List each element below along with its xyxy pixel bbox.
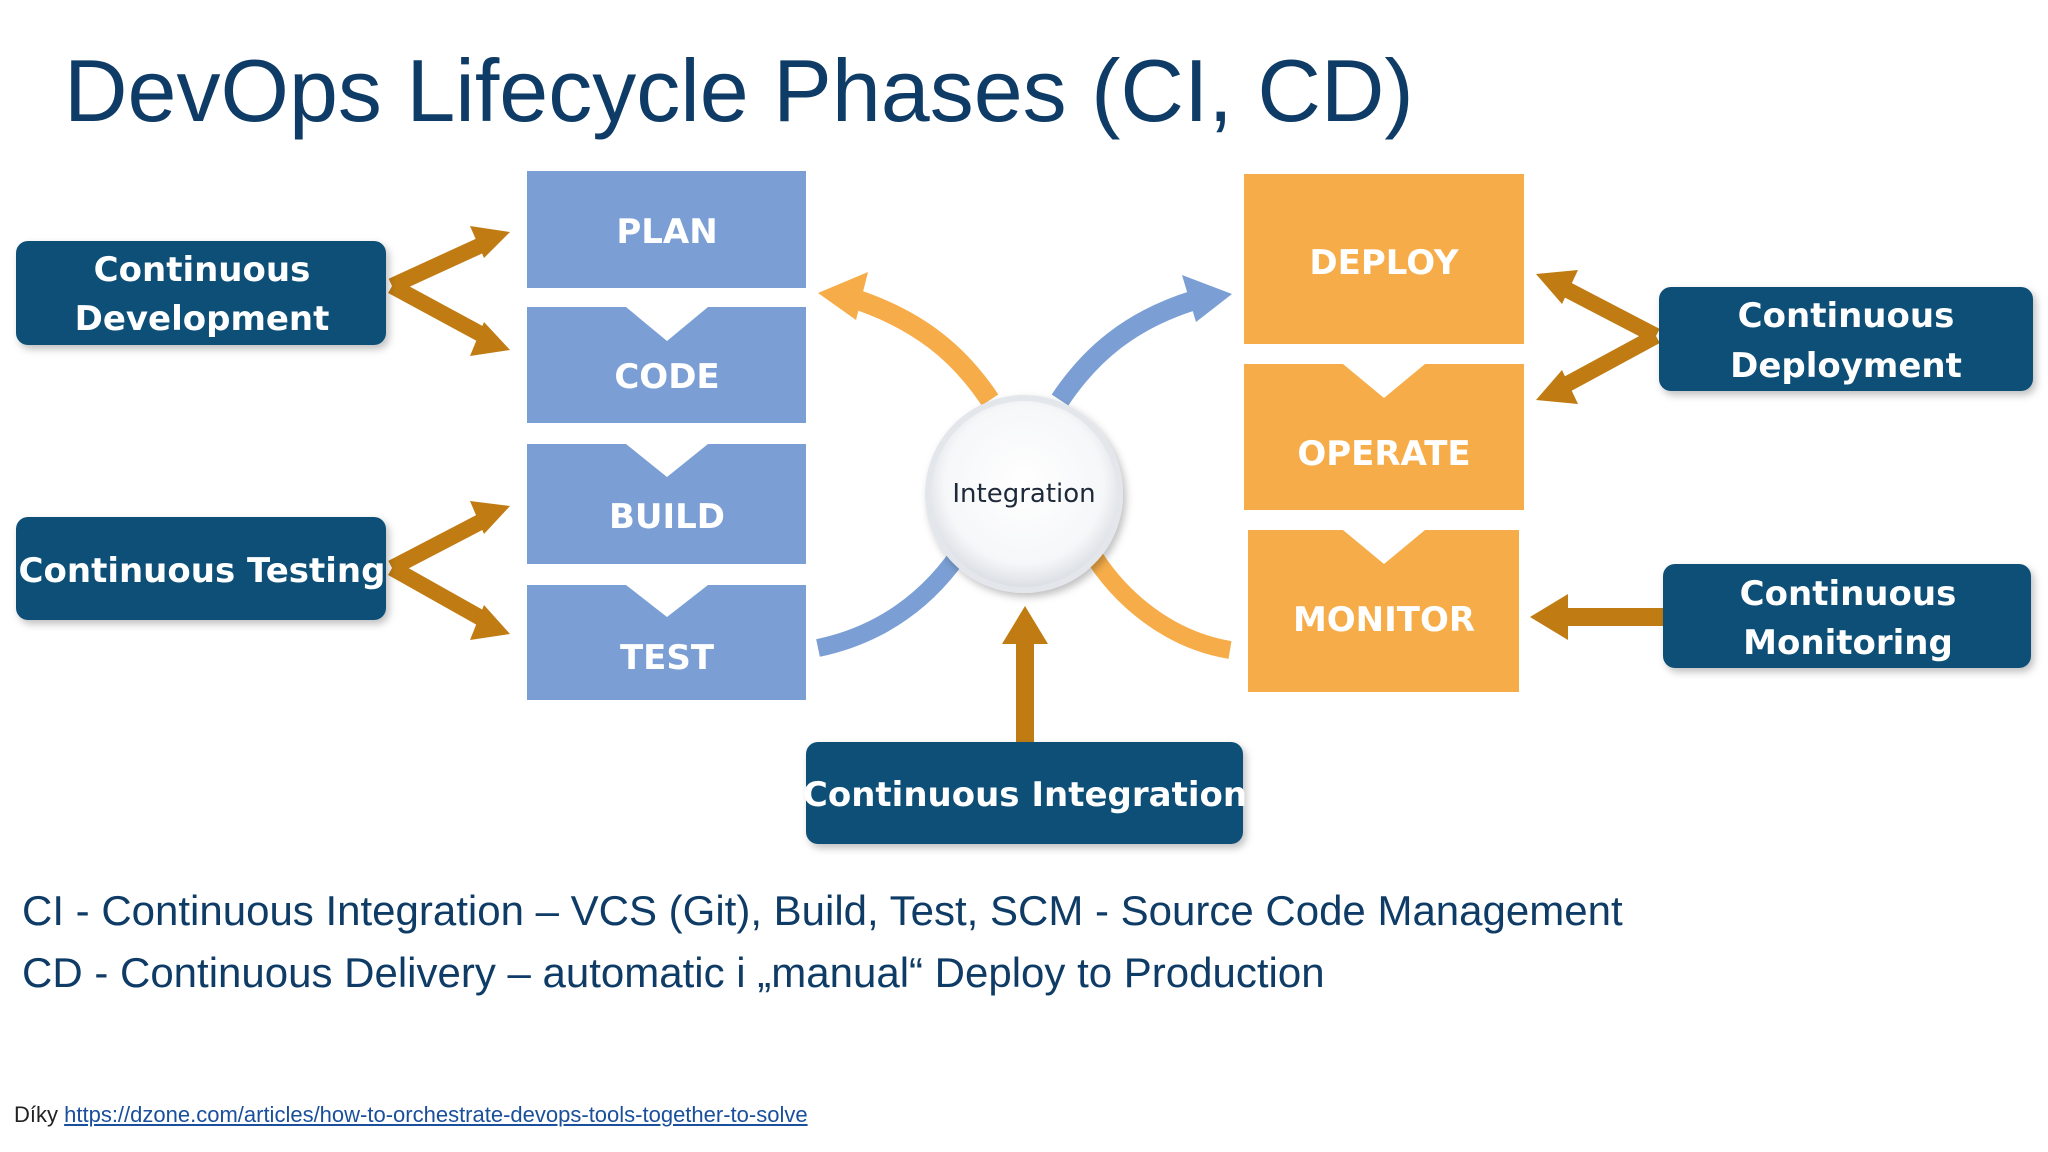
ops-phase-column: DEPLOY OPERATE MONITOR: [1244, 174, 1524, 692]
flow-arrowhead-orange-upleft: [818, 272, 868, 320]
phase-monitor-box: [1248, 530, 1519, 692]
test-arrowhead-upper: [470, 501, 510, 534]
phase-operate-box: [1244, 364, 1524, 510]
flow-curve-blue-lowerleft: [816, 540, 973, 657]
integration-flow-arrows: [816, 272, 1232, 659]
phase-build-label: BUILD: [609, 497, 725, 537]
flow-arrow-blue-upright: [1051, 290, 1198, 406]
monitor-arrow-shaft: [1560, 608, 1666, 626]
source-credit: Díky https://dzone.com/articles/how-to-o…: [14, 1102, 808, 1128]
phase-test-label: TEST: [620, 638, 715, 678]
practice-integration-label: Continuous Integration: [803, 775, 1247, 815]
practice-box-monitoring: [1663, 564, 2031, 668]
practice-deployment-line1: Continuous: [1738, 296, 1955, 336]
phase-plan-label: PLAN: [616, 212, 717, 252]
integration-arrow-shaft: [1016, 640, 1034, 744]
phase-deploy-box: [1244, 174, 1524, 344]
source-link[interactable]: https://dzone.com/articles/how-to-orches…: [64, 1102, 808, 1127]
practice-arrows: [388, 226, 1666, 744]
note-cd: CD - Continuous Delivery – automatic i „…: [22, 949, 1325, 996]
deploy-arrowhead-upper: [1536, 270, 1578, 304]
dev-arrow-upper: [388, 234, 492, 294]
flow-arrowhead-blue-upright: [1182, 275, 1232, 322]
phase-monitor-label: MONITOR: [1293, 600, 1475, 640]
phase-operate-label: OPERATE: [1297, 434, 1470, 474]
phase-test-box: [527, 585, 806, 700]
dev-arrowhead-lower: [470, 322, 510, 356]
practice-development-line2: Development: [75, 299, 330, 339]
dev-arrow-lower: [388, 278, 492, 346]
monitor-arrowhead: [1530, 594, 1568, 640]
hub-label: Integration: [952, 479, 1095, 509]
phase-deploy-label: DEPLOY: [1309, 243, 1459, 283]
phase-build-box: [527, 444, 806, 564]
practice-monitoring-line1: Continuous: [1740, 574, 1957, 614]
deploy-arrowhead-lower: [1536, 370, 1578, 404]
test-arrowhead-lower: [470, 605, 510, 640]
source-prefix: Díky: [14, 1102, 58, 1127]
integration-hub: Integration: [925, 395, 1123, 593]
flow-curve-orange-lowerright: [1082, 545, 1232, 659]
integration-arrowhead: [1002, 606, 1048, 644]
practice-deployment-line2: Deployment: [1730, 346, 1962, 386]
phase-code-label: CODE: [614, 357, 719, 397]
phase-code-box: [527, 307, 806, 423]
phase-plan-box: [527, 171, 806, 288]
test-arrow-upper: [388, 510, 492, 576]
practice-box-integration: [806, 742, 1243, 844]
practice-development-line1: Continuous: [94, 250, 311, 290]
dev-arrowhead-upper: [470, 226, 510, 258]
slide-title: DevOps Lifecycle Phases (CI, CD): [64, 41, 1414, 140]
practice-testing-label: Continuous Testing: [19, 551, 386, 591]
deploy-arrow-upper: [1556, 278, 1660, 344]
practice-box-deployment: [1659, 287, 2033, 391]
note-ci: CI - Continuous Integration – VCS (Git),…: [22, 887, 1623, 934]
flow-arrow-orange-upleft: [848, 288, 999, 406]
practice-box-testing: [16, 517, 386, 620]
practice-monitoring-line2: Monitoring: [1743, 623, 1953, 663]
deploy-arrow-lower: [1556, 328, 1660, 396]
dev-phase-column: PLAN CODE BUILD TEST: [527, 171, 806, 700]
notes-block: CI - Continuous Integration – VCS (Git),…: [22, 880, 1623, 1004]
practice-box-development: [16, 241, 386, 345]
test-arrow-lower: [388, 561, 492, 629]
